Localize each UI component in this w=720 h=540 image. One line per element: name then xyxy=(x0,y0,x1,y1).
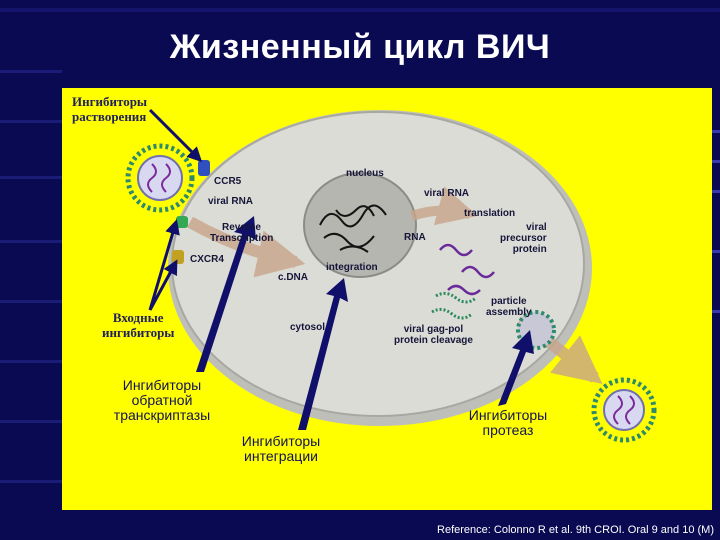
protease-inhibitor-arrow xyxy=(498,330,534,406)
entry-inhibitor-arrow-1 xyxy=(148,219,180,311)
rna-label: RNA xyxy=(404,232,426,243)
nucleus xyxy=(303,172,417,278)
rt-inhibitors-label: Ингибиторы обратной транскриптазы xyxy=(113,377,211,423)
nucleus-label: nucleus xyxy=(346,168,384,179)
dna-strands xyxy=(319,204,387,253)
reference-citation: Reference: Colonno R et al. 9th CROI. Or… xyxy=(437,524,714,536)
protease-inhibitors-label: Ингибиторы протеаз xyxy=(468,407,548,438)
fusion-inhibitors-label: Ингибиторы растворения xyxy=(72,94,148,124)
integrase-inhibitors-label: Ингибиторы интеграции xyxy=(241,433,321,464)
slide-title: Жизненный цикл ВИЧ xyxy=(169,28,551,66)
entry-inhibitor-arrow-2 xyxy=(148,259,178,311)
viral-rna-right-label: viral RNA xyxy=(424,188,470,199)
export-flow-arrow xyxy=(410,186,478,226)
cytosol-label: cytosol xyxy=(290,322,326,333)
gag-pol-cleavage-label: viral gag-pol protein cleavage xyxy=(394,324,473,346)
particle-assembly-label: particle assembly xyxy=(486,296,532,318)
cxcr4-label: CXCR4 xyxy=(190,254,224,265)
virion-left xyxy=(125,143,195,213)
viral-rna-label: viral RNA xyxy=(208,196,254,207)
entry-receptor xyxy=(172,250,184,264)
translation-label: translation xyxy=(464,208,516,219)
integrase-inhibitor-arrow xyxy=(298,278,348,430)
ccr5-label: CCR5 xyxy=(214,176,242,187)
ccr5-receptor xyxy=(198,160,210,176)
precursor-protein xyxy=(431,291,477,320)
viral-precursor-protein-label: viral precursor protein xyxy=(500,222,547,255)
virion-right xyxy=(591,377,657,443)
entry-inhibitors-label: Входные ингибиторы xyxy=(102,310,175,340)
fusion-inhibitor-arrow xyxy=(148,108,203,163)
integration-label: integration xyxy=(326,262,378,273)
rt-inhibitor-arrow xyxy=(196,216,256,372)
cxcr4-receptor xyxy=(176,216,188,228)
cdna-label: c.DNA xyxy=(278,272,309,283)
rna-strands xyxy=(439,243,495,296)
reverse-transcription-label: Reverse Transcription xyxy=(210,222,274,244)
